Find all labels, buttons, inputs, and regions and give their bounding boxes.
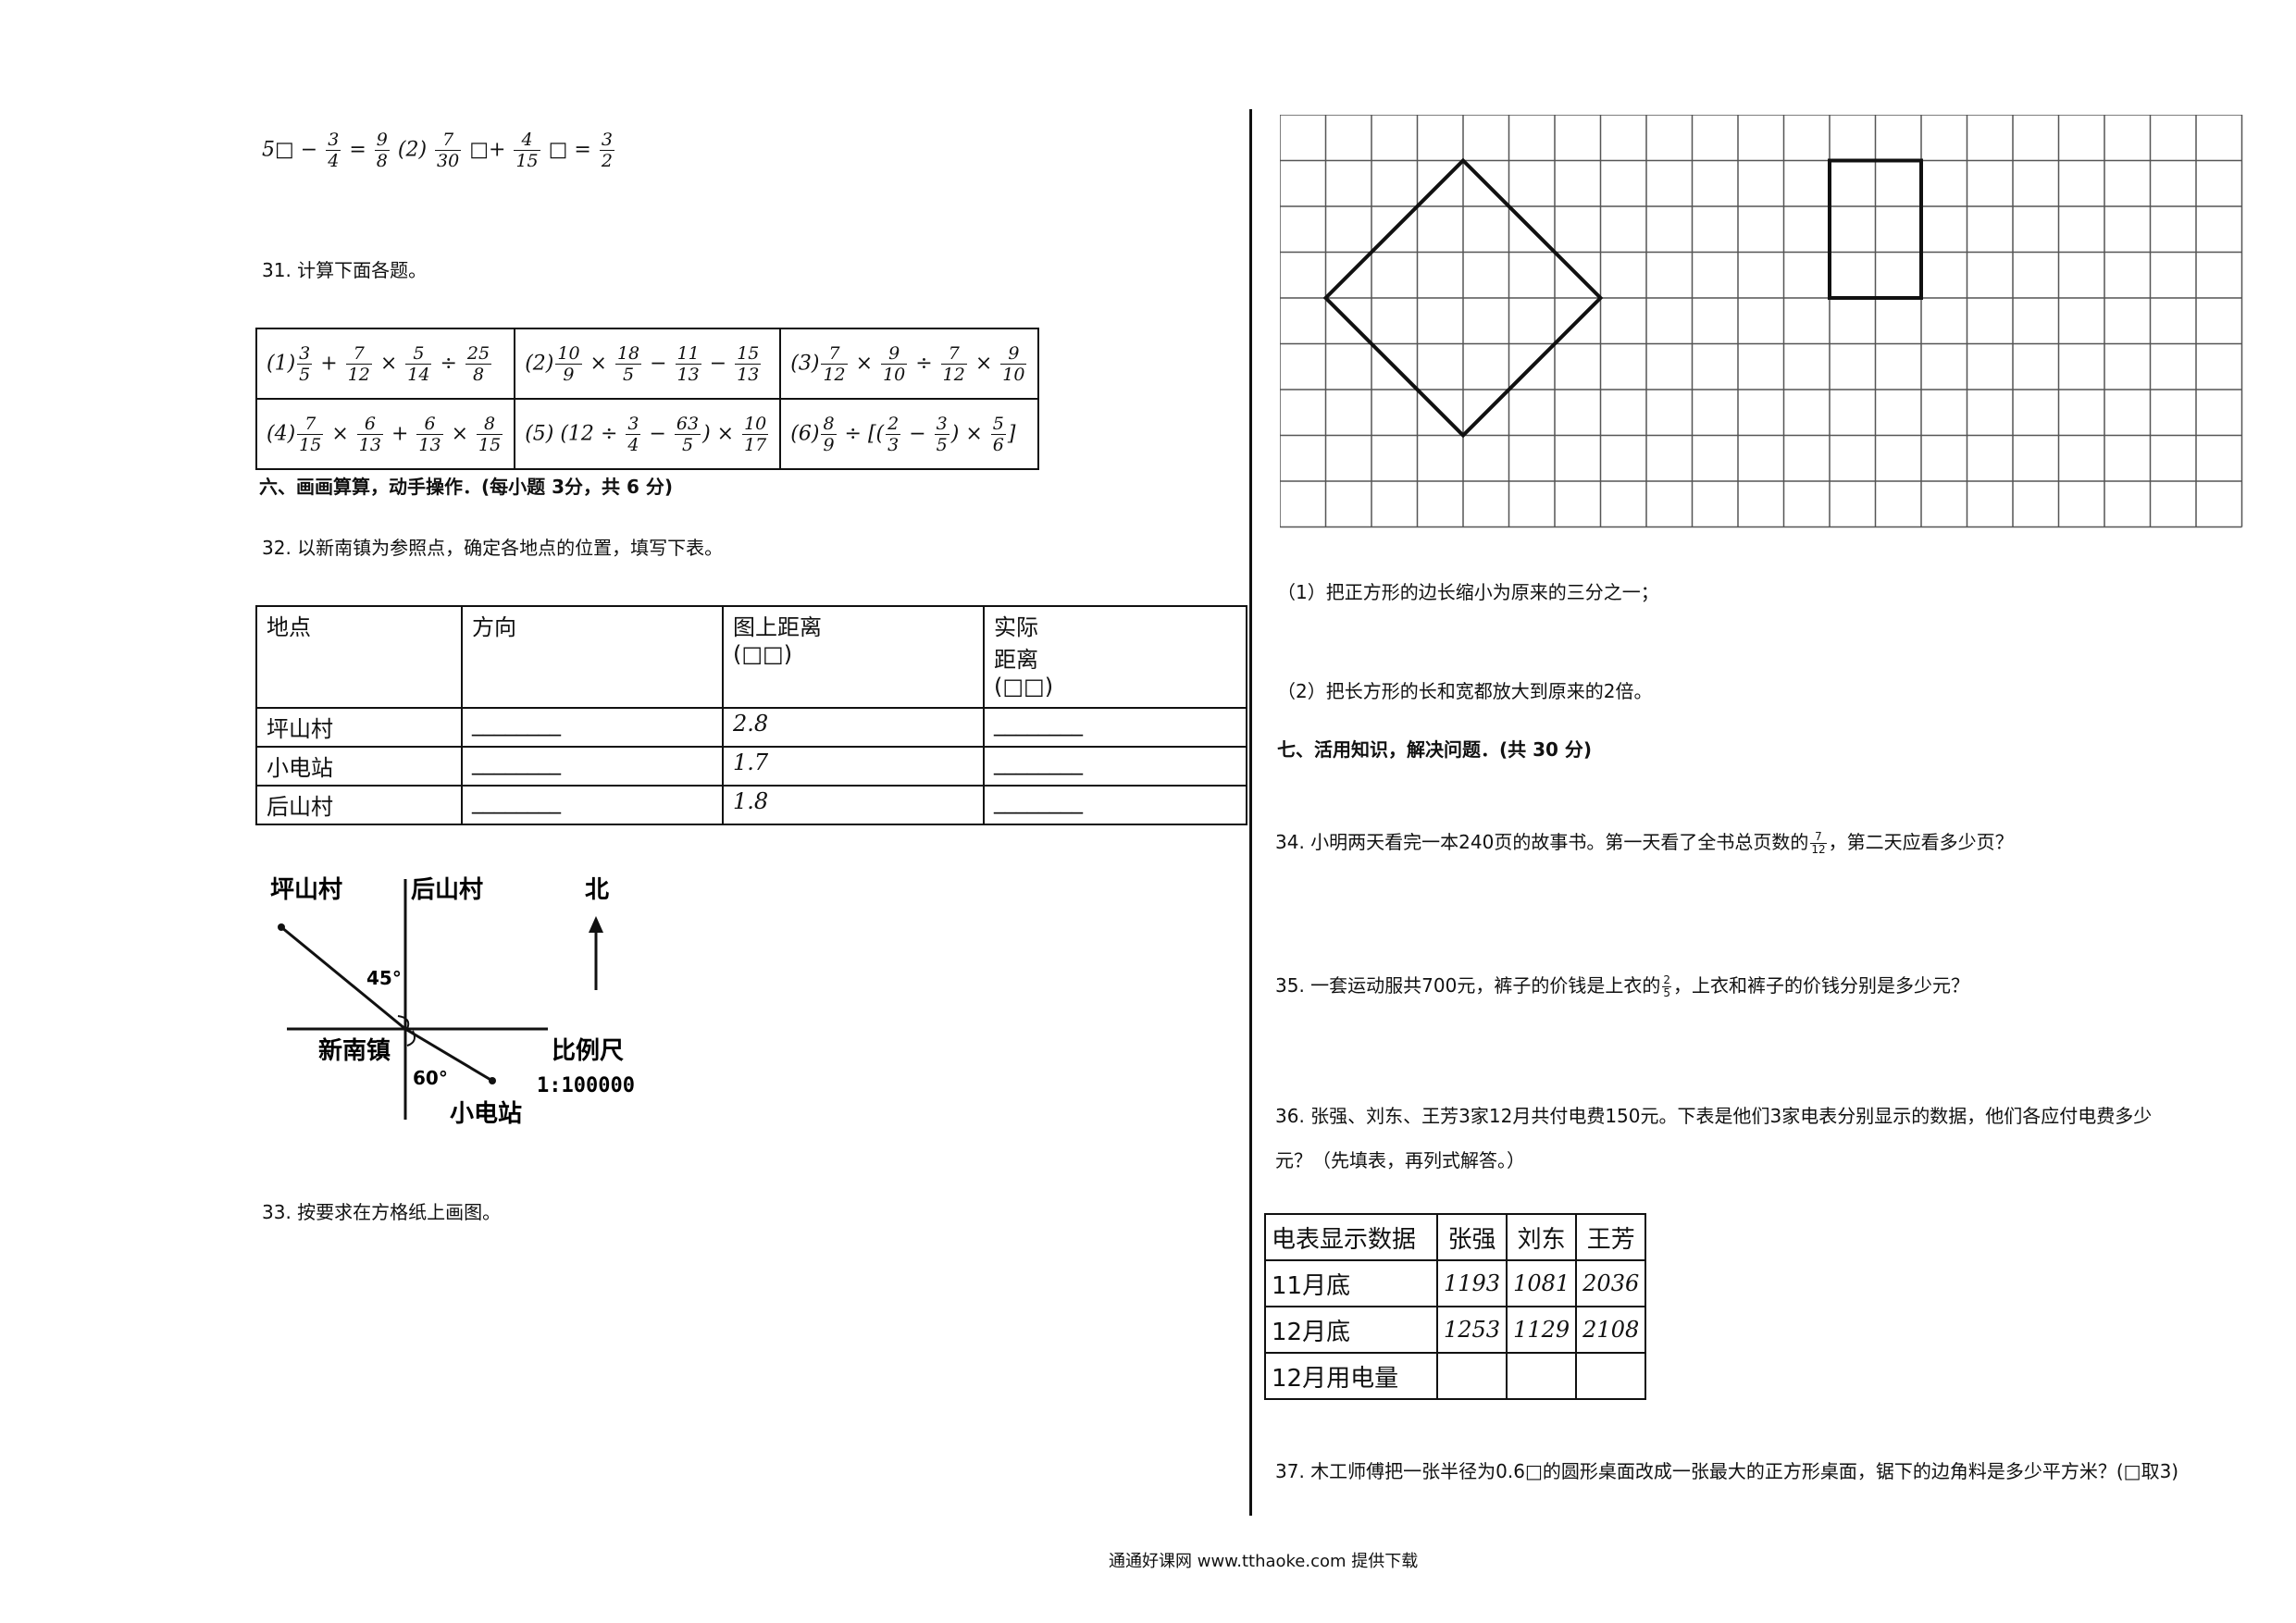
equals: □ = <box>548 138 591 162</box>
q35-part2: ，上衣和裤子的价钱分别是多少元？ <box>1672 974 1969 997</box>
q36-text-line1: 36. 张强、刘东、王芳3家12月共付电费150元。下表是他们3家电表分别显示的… <box>1275 1105 2153 1127</box>
angle-arc-45 <box>397 1015 410 1030</box>
section-7-heading: 七、活用知识，解决问题．(共 30 分) <box>1277 738 1593 761</box>
rectangle-figure <box>1828 158 1923 300</box>
ray-pingshan <box>280 925 406 1031</box>
ele-blank[interactable] <box>1435 1352 1508 1400</box>
place-cell: 坪山村 <box>255 707 463 748</box>
ele-value: 1081 <box>1506 1259 1578 1307</box>
place-cell: 小电站 <box>255 746 463 787</box>
ele-row-label: 12月用电量 <box>1264 1352 1438 1400</box>
ele-value: 1253 <box>1435 1306 1508 1354</box>
header-map-distance-label: 图上距离 <box>733 614 822 640</box>
ele-blank[interactable] <box>1575 1352 1647 1400</box>
real-distance-blank[interactable]: ________ <box>983 785 1247 825</box>
ele-header: 张强 <box>1435 1213 1508 1261</box>
instruction-1: （1）把正方形的边长缩小为原来的三分之一； <box>1277 581 1659 603</box>
label-scale: 1:100000 <box>537 1074 635 1097</box>
operator: □+ <box>469 138 506 162</box>
column-divider <box>1249 109 1252 1516</box>
real-distance-blank[interactable]: ________ <box>983 746 1247 787</box>
ele-value: 1193 <box>1435 1259 1508 1307</box>
q33-text: 33. 按要求在方格纸上画图。 <box>262 1201 502 1223</box>
label-xiaodianzhan: 小电站 <box>450 1100 522 1128</box>
ele-blank[interactable] <box>1506 1352 1578 1400</box>
square-figure <box>1322 157 1604 439</box>
header-real-distance: 实际 距离 (□□) <box>983 605 1247 709</box>
instruction-2: （2）把长方形的长和宽都放大到原来的2倍。 <box>1277 680 1653 702</box>
header-real-unit: (□□) <box>994 674 1054 700</box>
label-pingshan: 坪山村 <box>270 876 342 904</box>
q30-prefix: 5□ <box>262 138 294 162</box>
page-footer: 通通好课网 www.tthaoke.com 提供下载 <box>1109 1552 1419 1571</box>
q32-text: 32. 以新南镇为参照点，确定各地点的位置，填写下表。 <box>262 537 724 559</box>
label-houshan: 后山村 <box>411 876 483 904</box>
place-cell: 后山村 <box>255 785 463 825</box>
ele-header: 电表显示数据 <box>1264 1213 1438 1261</box>
q31-title: 31. 计算下面各题。 <box>262 259 428 281</box>
drawing-grid[interactable] <box>1280 115 2247 531</box>
section-6-heading: 六、画画算算，动手操作．(每小题 3分，共 6 分) <box>259 476 674 498</box>
label-scale-title: 比例尺 <box>552 1037 624 1065</box>
electricity-table: 电表显示数据 张强 刘东 王芳 11月底 1193 1081 2036 12月底… <box>1264 1213 1647 1400</box>
direction-blank[interactable]: ________ <box>461 785 724 825</box>
location-map: 坪山村 后山村 北 45° 新南镇 比例尺 60° 1:100000 小电站 <box>270 876 635 1128</box>
point-xiaodianzhan <box>489 1077 496 1084</box>
header-direction: 方向 <box>461 605 724 709</box>
ele-header: 王芳 <box>1575 1213 1647 1261</box>
label-angle-60: 60° <box>413 1067 448 1089</box>
location-table: 地点 方向 图上距离 (□□) 实际 距离 (□□) 坪山村 ________ … <box>255 605 1247 825</box>
part-label: (2) <box>397 138 428 162</box>
ele-row-label: 11月底 <box>1264 1259 1438 1307</box>
angle-arc-60 <box>406 1030 416 1047</box>
header-map-distance: 图上距离 (□□) <box>722 605 985 709</box>
equals: = <box>349 138 373 162</box>
ray-xiaodianzhan <box>404 1027 493 1083</box>
direction-blank[interactable]: ________ <box>461 707 724 748</box>
header-place: 地点 <box>255 605 463 709</box>
ele-row-label: 12月底 <box>1264 1306 1438 1354</box>
real-distance-blank[interactable]: ________ <box>983 707 1247 748</box>
header-real-label2: 距离 <box>994 647 1038 673</box>
direction-blank[interactable]: ________ <box>461 746 724 787</box>
minus-sign: − <box>300 138 318 162</box>
map-distance-cell: 1.8 <box>722 785 985 825</box>
map-distance-cell: 2.8 <box>722 707 985 748</box>
label-angle-45: 45° <box>366 967 402 989</box>
north-arrow-icon <box>589 916 603 933</box>
q35-part1: 35. 一套运动服共700元，裤子的价钱是上衣的 <box>1275 974 1661 997</box>
ele-value: 1129 <box>1506 1306 1578 1354</box>
q34-part2: ，第二天应看多少页？ <box>1828 831 2014 853</box>
label-north: 北 <box>585 876 609 904</box>
ele-header: 刘东 <box>1506 1213 1578 1261</box>
q34-part1: 34. 小明两天看完一本240页的故事书。第一天看了全书总页数的 <box>1275 831 1809 853</box>
ele-value: 2108 <box>1575 1306 1647 1354</box>
point-pingshan <box>278 923 285 931</box>
q37-text: 37. 木工师傅把一张半径为0.6□的圆形桌面改成一张最大的正方形桌面，锯下的边… <box>1275 1460 2179 1482</box>
header-real-label: 实际 <box>994 614 1038 640</box>
map-distance-cell: 1.7 <box>722 746 985 787</box>
header-map-distance-unit: (□□) <box>733 641 793 667</box>
label-xinnan: 新南镇 <box>318 1036 391 1065</box>
ele-value: 2036 <box>1575 1259 1647 1307</box>
q36-text-line2: 元？（先填表，再列式解答。） <box>1275 1149 1525 1171</box>
